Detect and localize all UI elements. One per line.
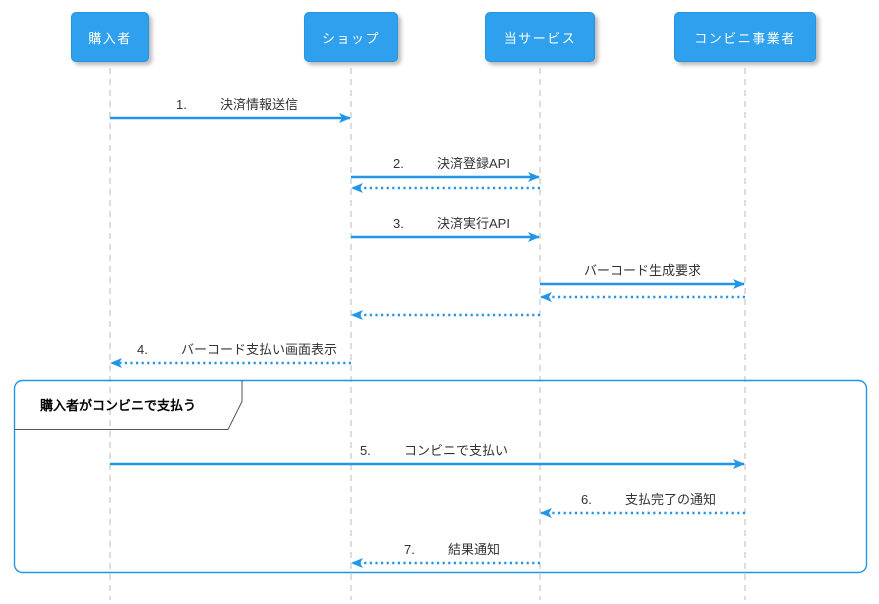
participant-box-cvs[interactable]: コンビニ事業者 (674, 12, 816, 62)
participant-label: 購入者 (88, 30, 132, 46)
participant-label: 当サービス (503, 30, 577, 46)
message-text: バーコード生成要求 (584, 263, 702, 278)
message-number: 2. (393, 156, 404, 171)
fragment-frame-group (13, 379, 868, 574)
participant-label: コンビニ事業者 (694, 30, 796, 46)
message-number: 4. (137, 342, 148, 357)
message-text: バーコード支払い画面表示 (181, 342, 338, 357)
fragment-box (13, 379, 868, 574)
fragment-label-text: 購入者がコンビニで支払う (40, 398, 197, 413)
lifelines-group (109, 68, 746, 600)
message-label-11: 7. 結果通知 (404, 539, 500, 558)
message-label-5: バーコード生成要求 (584, 260, 701, 279)
message-text: 決済実行API (437, 216, 510, 231)
message-label-1: 1. 決済情報送信 (176, 94, 298, 113)
message-number: 3. (393, 216, 404, 231)
message-text: コンビニで支払い (404, 443, 509, 458)
message-label-2: 2. 決済登録API (393, 153, 510, 172)
message-text: 支払完了の通知 (625, 492, 717, 507)
message-text: 決済情報送信 (220, 97, 299, 112)
arrows-group (110, 113, 745, 568)
participant-label: ショップ (321, 30, 380, 46)
message-label-10: 6. 支払完了の通知 (581, 489, 716, 508)
message-label-4: 3. 決済実行API (393, 213, 510, 232)
message-label-9: 5. コンビニで支払い (360, 440, 508, 459)
message-text: 決済登録API (437, 156, 510, 171)
message-number: 7. (404, 542, 415, 557)
message-number: 1. (176, 97, 187, 112)
message-text: 結果通知 (448, 542, 501, 557)
participant-box-service[interactable]: 当サービス (485, 12, 595, 62)
fragment-label-tab (14, 380, 243, 430)
message-number: 5. (360, 443, 371, 458)
message-number: 6. (581, 492, 592, 507)
message-label-8: 4. バーコード支払い画面表示 (137, 339, 337, 358)
participant-box-buyer[interactable]: 購入者 (71, 12, 149, 62)
participant-box-shop[interactable]: ショップ (304, 12, 398, 62)
